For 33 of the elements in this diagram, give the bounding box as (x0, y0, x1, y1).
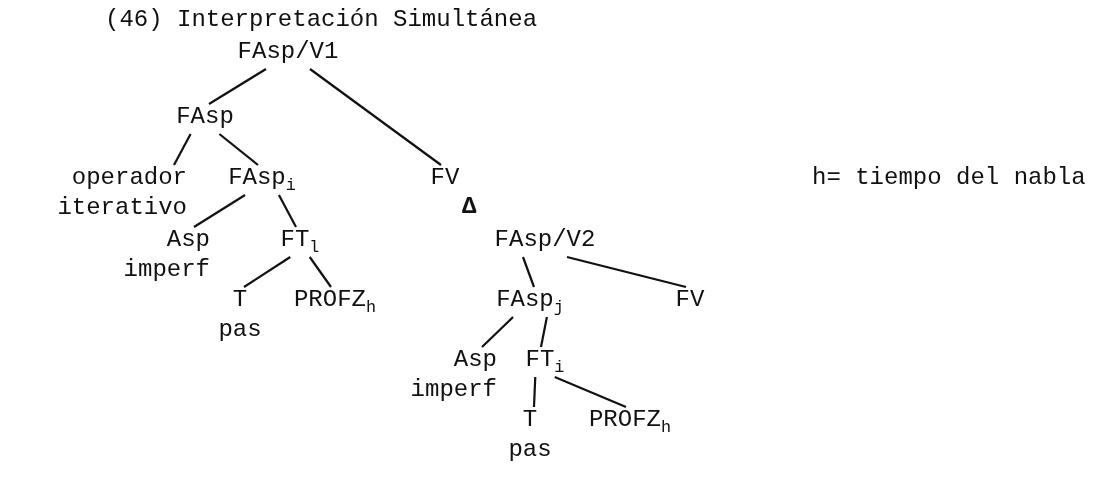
tree-branch-line (277, 194, 297, 228)
tree-branch-line (309, 68, 442, 166)
tree-node-label: operador iterativo (5, 163, 187, 223)
tree-node-label: FAsp$_{j}$ (496, 285, 564, 315)
tree-node-label: Asp imperf (372, 345, 497, 405)
tree-node-label: FT$_{l}$ (280, 225, 320, 255)
tree-node-label: T pas (210, 285, 270, 345)
tree-branch-line (218, 133, 259, 166)
tree-branch-line (208, 68, 267, 105)
tree-node-label: FV (430, 163, 460, 193)
triangle-symbol: Δ (462, 192, 477, 222)
tree-branch-line (173, 133, 192, 166)
tree-node-label: FV (675, 285, 705, 315)
tree-branch-line (532, 376, 537, 408)
tree-node-label: FAsp/V1 (237, 37, 339, 67)
tree-branch-line (193, 194, 246, 228)
tree-node-label: T pas (500, 405, 560, 465)
tree-node-label: PROFZ$_{h}$ (293, 285, 377, 315)
tree-node-label: FAsp (176, 102, 234, 132)
tree-node-label: Asp imperf (85, 225, 210, 285)
note-text: h= tiempo del nabla (812, 163, 1086, 193)
tree-branch-line (554, 376, 627, 408)
tree-node-label: FAsp/V2 (494, 225, 596, 255)
tree-node-label: FAsp$_{i}$ (228, 163, 296, 193)
tree-branch-line (539, 316, 548, 348)
tree-branch-line (481, 316, 514, 348)
tree-branch-line (521, 256, 536, 288)
tree-node-label: PROFZ$_{h}$ (588, 405, 672, 435)
tree-node-label: FT$_{i}$ (525, 345, 565, 375)
tree-branch-line (308, 256, 332, 288)
diagram-title: (46) Interpretación Simultánea (105, 5, 538, 35)
tree-branch-line (243, 256, 291, 288)
tree-branch-line (566, 255, 687, 289)
